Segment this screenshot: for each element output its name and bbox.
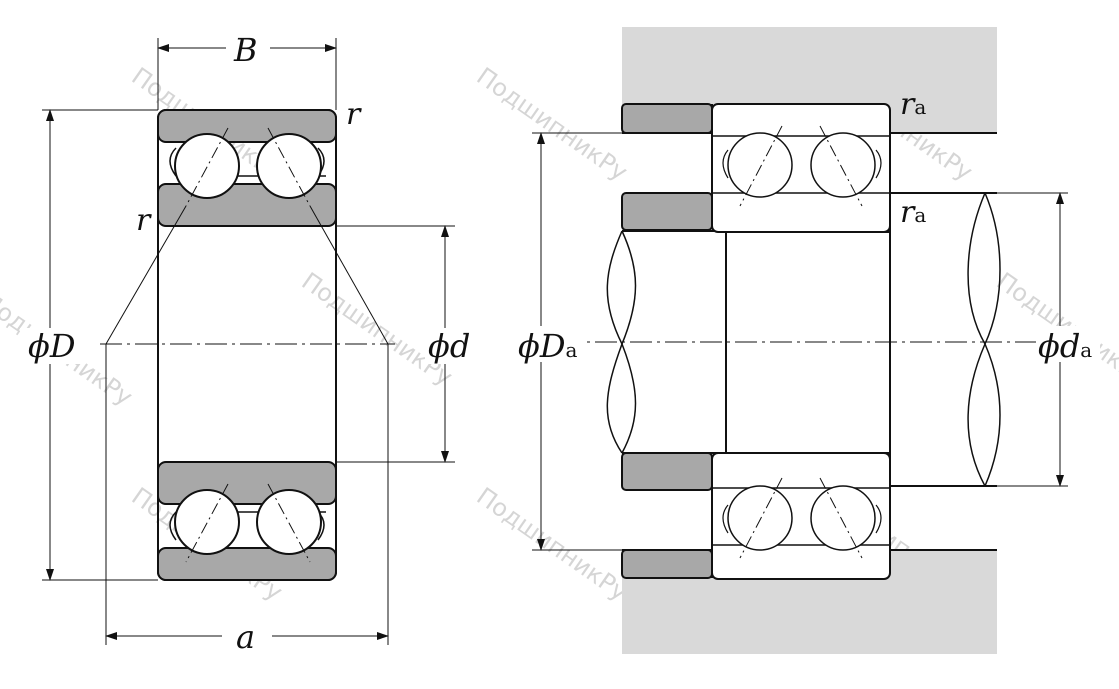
shaft-diameter-subscript: a xyxy=(1080,338,1092,362)
ball-bottom-right xyxy=(256,489,322,555)
mounted-ball xyxy=(810,485,876,551)
fillet-symbol: r xyxy=(900,195,916,230)
shaft-spacer-bottom xyxy=(621,452,713,491)
ball-bottom-left xyxy=(174,489,240,555)
contact-line xyxy=(185,483,229,563)
bottom-section xyxy=(157,461,337,581)
load-line xyxy=(105,205,187,345)
ball-top-left xyxy=(174,133,240,199)
contact-line xyxy=(267,127,311,207)
housing-diameter-label: ϕDa xyxy=(518,327,577,365)
housing-diameter-subscript: a xyxy=(565,338,577,362)
fillet-label-top: ra xyxy=(900,87,926,122)
mounted-ball xyxy=(727,485,793,551)
watermark-text: ПодшипникРу xyxy=(472,482,633,606)
shaft-diameter-symbol: ϕd xyxy=(1038,327,1080,365)
bore-label: ϕd xyxy=(428,327,470,365)
shaft-break-right xyxy=(967,192,1001,487)
watermark-text: ПодшипникРу xyxy=(472,62,633,186)
ball-top-right xyxy=(256,133,322,199)
mounted-ball xyxy=(810,132,876,198)
fillet-subscript: a xyxy=(914,203,926,227)
top-section xyxy=(157,109,337,227)
contact-line xyxy=(267,483,311,563)
chamfer-label-inner: r xyxy=(136,203,152,238)
fillet-symbol: r xyxy=(900,87,916,122)
shaft-diameter-label: ϕda xyxy=(1038,327,1092,365)
bearing-section-view xyxy=(42,38,455,645)
mounted-ball xyxy=(727,132,793,198)
fillet-subscript: a xyxy=(914,95,926,119)
housing-diameter-symbol: ϕD xyxy=(518,327,565,365)
mounting-view xyxy=(532,27,1068,654)
outer-ring-bottom xyxy=(157,547,337,581)
chamfer-label-outer: r xyxy=(346,97,362,132)
contact-line xyxy=(185,127,229,207)
shaft-spacer-top xyxy=(621,192,713,231)
outer-diameter-label: ϕD xyxy=(28,327,75,365)
load-line xyxy=(309,205,389,345)
housing-spacer-bottom xyxy=(621,549,713,579)
fillet-label-mid: ra xyxy=(900,195,926,230)
housing-spacer-top xyxy=(621,103,713,134)
spread-label: a xyxy=(236,618,255,656)
outer-ring-top xyxy=(157,109,337,143)
width-label: B xyxy=(233,31,258,69)
